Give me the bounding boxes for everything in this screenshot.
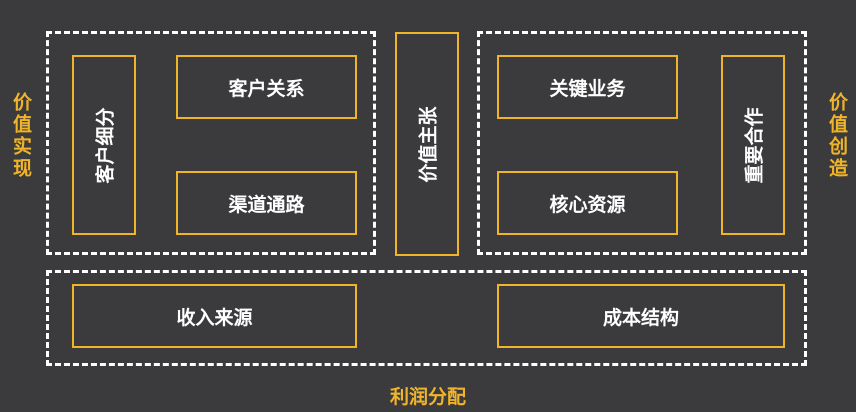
key-activities-box: 关键业务 <box>497 55 678 119</box>
value-realization-group <box>46 31 376 255</box>
value-realization-label: 价值实现 <box>10 92 32 180</box>
profit-distribution-group <box>46 270 807 366</box>
key-activities-label: 关键业务 <box>549 77 626 100</box>
key-resources-label: 核心资源 <box>549 193 626 216</box>
key-partnerships-box: 重要合作 <box>721 55 785 235</box>
value-creation-label: 价值创造 <box>826 92 848 180</box>
customer-relationships-box: 客户关系 <box>176 55 357 119</box>
channels-box: 渠道通路 <box>176 171 357 235</box>
cost-structure-box: 成本结构 <box>497 284 785 348</box>
customer-relationships-label: 客户关系 <box>228 77 305 100</box>
value-proposition-label: 价值主张 <box>417 105 440 183</box>
customer-segments-box: 客户细分 <box>72 55 136 235</box>
cost-structure-label: 成本结构 <box>602 306 679 329</box>
key-partnerships-label: 重要合作 <box>743 106 766 184</box>
revenue-streams-label: 收入来源 <box>176 306 253 329</box>
value-proposition-box: 价值主张 <box>395 32 459 256</box>
profit-distribution-label: 利润分配 <box>389 386 466 408</box>
revenue-streams-box: 收入来源 <box>72 284 357 348</box>
key-resources-box: 核心资源 <box>497 171 678 235</box>
value-creation-group <box>477 31 807 255</box>
customer-segments-label: 客户细分 <box>94 106 117 184</box>
channels-label: 渠道通路 <box>228 193 305 216</box>
